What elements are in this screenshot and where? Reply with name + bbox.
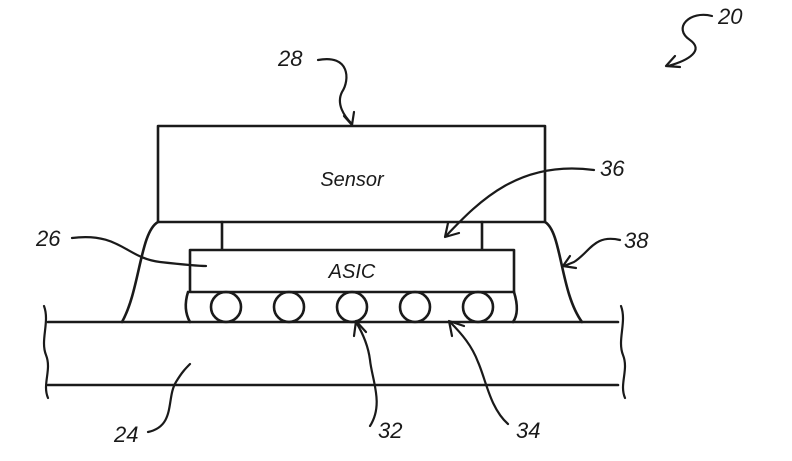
ref-26: 26 xyxy=(35,226,61,251)
arrowhead-38 xyxy=(561,254,578,270)
asic-label: ASIC xyxy=(328,261,376,283)
ref-28: 28 xyxy=(277,46,303,71)
solder-ball xyxy=(461,290,495,324)
ref-32: 32 xyxy=(378,418,402,443)
arrowhead-20 xyxy=(664,54,682,69)
solder-ball xyxy=(398,290,432,324)
leader-34 xyxy=(448,320,510,426)
arrowhead-34 xyxy=(447,319,466,338)
sensor-die xyxy=(156,124,547,224)
leader-32 xyxy=(354,320,378,428)
ref-36: 36 xyxy=(600,156,625,181)
sensor-label: Sensor xyxy=(320,169,385,191)
arrowhead-32 xyxy=(352,319,368,338)
ref-20: 20 xyxy=(717,4,743,29)
substrate-break-left xyxy=(42,304,50,400)
leader-28 xyxy=(316,58,354,126)
solder-ball xyxy=(272,290,306,324)
ref-24: 24 xyxy=(113,422,138,447)
leader-24 xyxy=(146,362,192,434)
arrowhead-36 xyxy=(443,221,461,239)
encapsulant-right xyxy=(543,220,584,324)
leader-38 xyxy=(562,237,622,268)
encapsulant-left-inner xyxy=(184,290,192,324)
arrowhead-28 xyxy=(342,110,356,127)
ref-34: 34 xyxy=(516,418,540,443)
encapsulant-left xyxy=(120,220,160,324)
substrate-break-right xyxy=(619,304,627,400)
encapsulant-right-inner xyxy=(511,290,519,324)
solder-ball xyxy=(209,290,243,324)
leader-36 xyxy=(444,167,596,238)
ref-38: 38 xyxy=(624,228,649,253)
leader-26 xyxy=(70,236,208,268)
leader-20 xyxy=(666,13,714,68)
solder-ball xyxy=(335,290,369,324)
